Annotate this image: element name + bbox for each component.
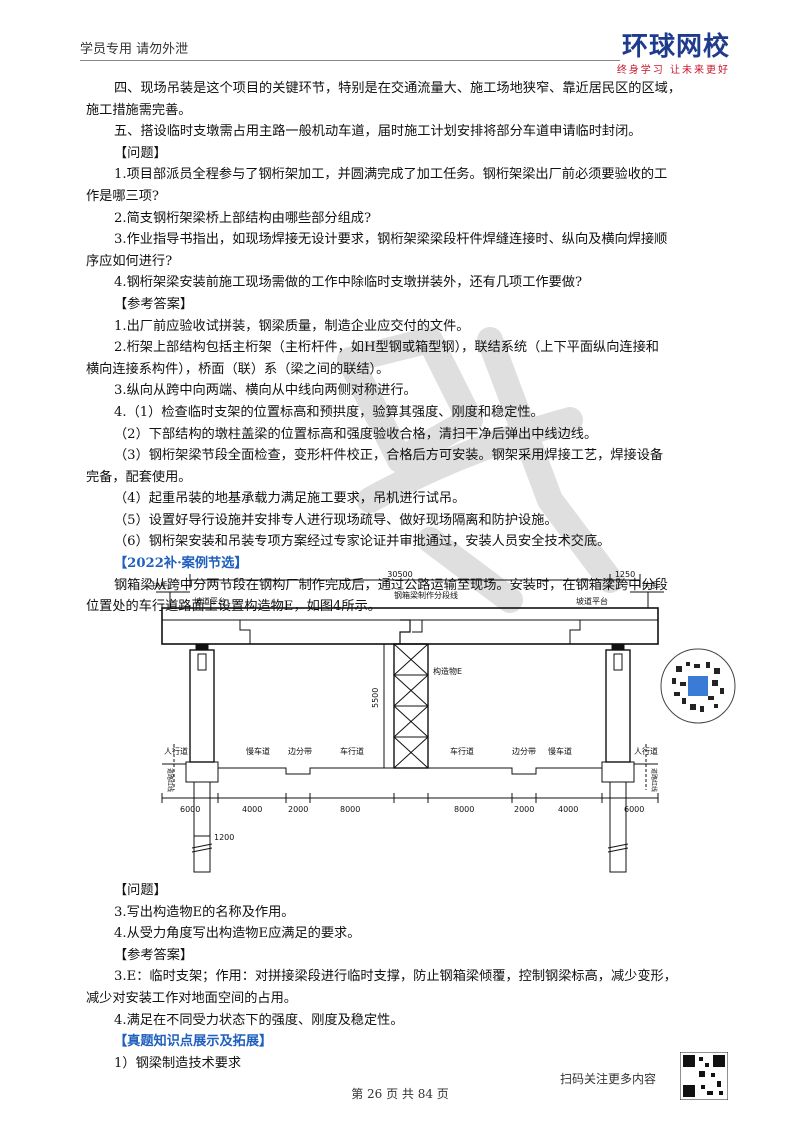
width-label: 4000 (558, 805, 578, 814)
body-line: 2.桁架上部结构包括主桁架（主桁杆件，如H型钢或箱型钢），联结系统（上下平面纵向… (114, 340, 659, 356)
dim-span-length: 30500 (387, 570, 412, 579)
body-line: 3.纵向从跨中向两端、横向从中线向两侧对称进行。 (114, 383, 417, 399)
label-structure-e: 构造物E (433, 666, 462, 676)
body-line: 序应如何进行? (86, 253, 173, 269)
page-header: 学员专用 请勿外泄 环球网校 终身学习 让未来更好 (80, 30, 729, 76)
body-line: 横向连接系构件），桥面（联）系（梁之间的联结）。 (86, 361, 390, 377)
body-line: 4.（1）检查临时支架的位置标高和预拱度，验算其强度、刚度和稳定性。 (114, 404, 544, 420)
dim-right-offset: 1250 (615, 570, 635, 579)
lane-label: 慢车道 (246, 746, 270, 756)
header-rule (80, 60, 620, 61)
body-line: （3）钢桁架梁节段全面检查，变形杆件校正，合格后方可安装。钢架采用焊接工艺，焊接… (114, 448, 664, 464)
body-line: （2）下部结构的墩柱盖梁的位置标高和强度验收合格，清扫干净后弹出中线边线。 (114, 426, 598, 442)
footer-qr-code-icon (680, 1052, 728, 1100)
body-line: 四、现场吊装是这个项目的关键环节，特别是在交通流量大、施工场地狭窄、靠近居民区的… (114, 81, 682, 96)
lane-label: 边分带 (512, 746, 536, 756)
body-line: （5）设置好导行设施并安排专人进行现场疏导、做好现场隔离和防护设施。 (114, 512, 558, 528)
label-platform-right: 坡道平台 (576, 596, 608, 606)
dim-pier-width: 1200 (214, 833, 234, 842)
width-label: 8000 (340, 805, 360, 814)
label-handrail-left: 扶手 (152, 580, 168, 590)
lower-content: 【问题】 3.写出构造物E的名称及作用。 4.从受力角度写出构造物E应满足的要求… (86, 880, 726, 1074)
case-line: 位置处的车行道路面上设置构造物E，如图4所示。 (86, 599, 381, 615)
body-line: 【参考答案】 (114, 947, 194, 963)
logo-slogan: 终身学习 让未来更好 (616, 65, 730, 76)
label-road-red-line-right: 道路红线 (650, 768, 658, 792)
logo-name: 环球网校 (621, 32, 730, 62)
lane-label: 慢车道 (548, 746, 572, 756)
lane-label: 车行道 (450, 746, 474, 756)
body-line: 1.项目部派员全程参与了钢桁架加工，并圆满完成了加工任务。钢桁架梁出厂前必须要验… (114, 167, 668, 183)
lane-label: 人行道 (634, 746, 658, 756)
footer-scan-text: 扫码关注更多内容 (560, 1072, 657, 1086)
brand-logo: 环球网校 终身学习 让未来更好 (570, 26, 730, 76)
width-label: 2000 (288, 805, 308, 814)
lane-label: 边分带 (288, 746, 312, 756)
width-label: 2000 (514, 805, 534, 814)
knowledge-line: 1）钢梁制造技术要求 (114, 1055, 242, 1071)
body-line: 3.E：临时支架；作用：对拼接梁段进行临时支撑，防止钢箱梁倾覆，控制钢梁标高，减… (114, 969, 677, 985)
body-line: 3.写出构造物E的名称及作用。 (114, 904, 295, 920)
width-label: 8000 (454, 805, 474, 814)
header-notice: 学员专用 请勿外泄 (80, 42, 189, 57)
case-line: 钢箱梁从跨中分两节段在钢构厂制作完成后，通过公路运输至现场。安装时，在钢箱梁跨中… (114, 577, 668, 593)
lane-label: 人行道 (164, 746, 188, 756)
body-line: 1.出厂前应验收试拼装，钢梁质量，制造企业应交付的文件。 (114, 318, 470, 334)
label-road-red-line-left: 道路红线 (166, 768, 174, 792)
body-line: 五、搭设临时支墩需占用主路一般机动车道，届时施工计划安排将部分车道申请临时封闭。 (114, 124, 642, 140)
width-label: 6000 (180, 805, 200, 814)
width-label: 4000 (242, 805, 262, 814)
body-line: （6）钢桁架安装和吊装专项方案经过专家论证并审批通过，安装人员安全技术交底。 (114, 534, 611, 550)
body-line: 3.作业指导书指出，如现场焊接无设计要求，钢桁架梁梁段杆件焊缝连接时、纵向及横向… (114, 232, 668, 248)
dim-height: 5500 (371, 688, 380, 708)
page-number: 第 26 页 共 84 页 (351, 1087, 449, 1101)
body-line: 4.从受力角度写出构造物E应满足的要求。 (114, 926, 361, 942)
label-handrail-right: 扶手 (642, 580, 658, 590)
body-line: 4.钢桁架梁安装前施工现场需做的工作中除临时支墩拼装外，还有几项工作要做? (114, 275, 583, 291)
body-line: 2.简支钢桁架梁桥上部结构由哪些部分组成? (114, 210, 372, 226)
body-line: 【问题】 (114, 145, 167, 161)
body-line: 作是哪三项? (86, 188, 160, 204)
lane-label: 车行道 (340, 746, 364, 756)
main-content: 四、现场吊装是这个项目的关键环节，特别是在交通流量大、施工场地狭窄、靠近居民区的… (86, 78, 726, 618)
body-line: 【参考答案】 (114, 296, 194, 312)
body-line: 完备，配套使用。 (86, 469, 192, 485)
body-line: 【问题】 (114, 883, 167, 898)
body-line: 减少对安装工作对地面空间的占用。 (86, 990, 297, 1006)
body-line: 4.满足在不同受力状态下的强度、刚度及稳定性。 (114, 1012, 404, 1028)
body-line: 施工措施需完善。 (86, 102, 192, 118)
label-segment-line: 钢箱梁制作分段线 (394, 590, 458, 600)
qr-code-icon (660, 648, 736, 724)
width-label: 6000 (624, 805, 644, 814)
label-platform-left: 坡道平台 (194, 596, 226, 606)
section-heading-knowledge: 【真题知识点展示及拓展】 (114, 1034, 273, 1050)
body-line: （4）起重吊装的地基承载力满足施工要求，吊机进行试吊。 (114, 491, 466, 507)
section-heading-2022: 【2022补·案例节选】 (114, 556, 248, 572)
bridge-elevation-figure: 30500 1250 扶手 扶手 坡道平台 坡道平台 钢箱梁制作分段线 构造物E… (152, 570, 664, 873)
